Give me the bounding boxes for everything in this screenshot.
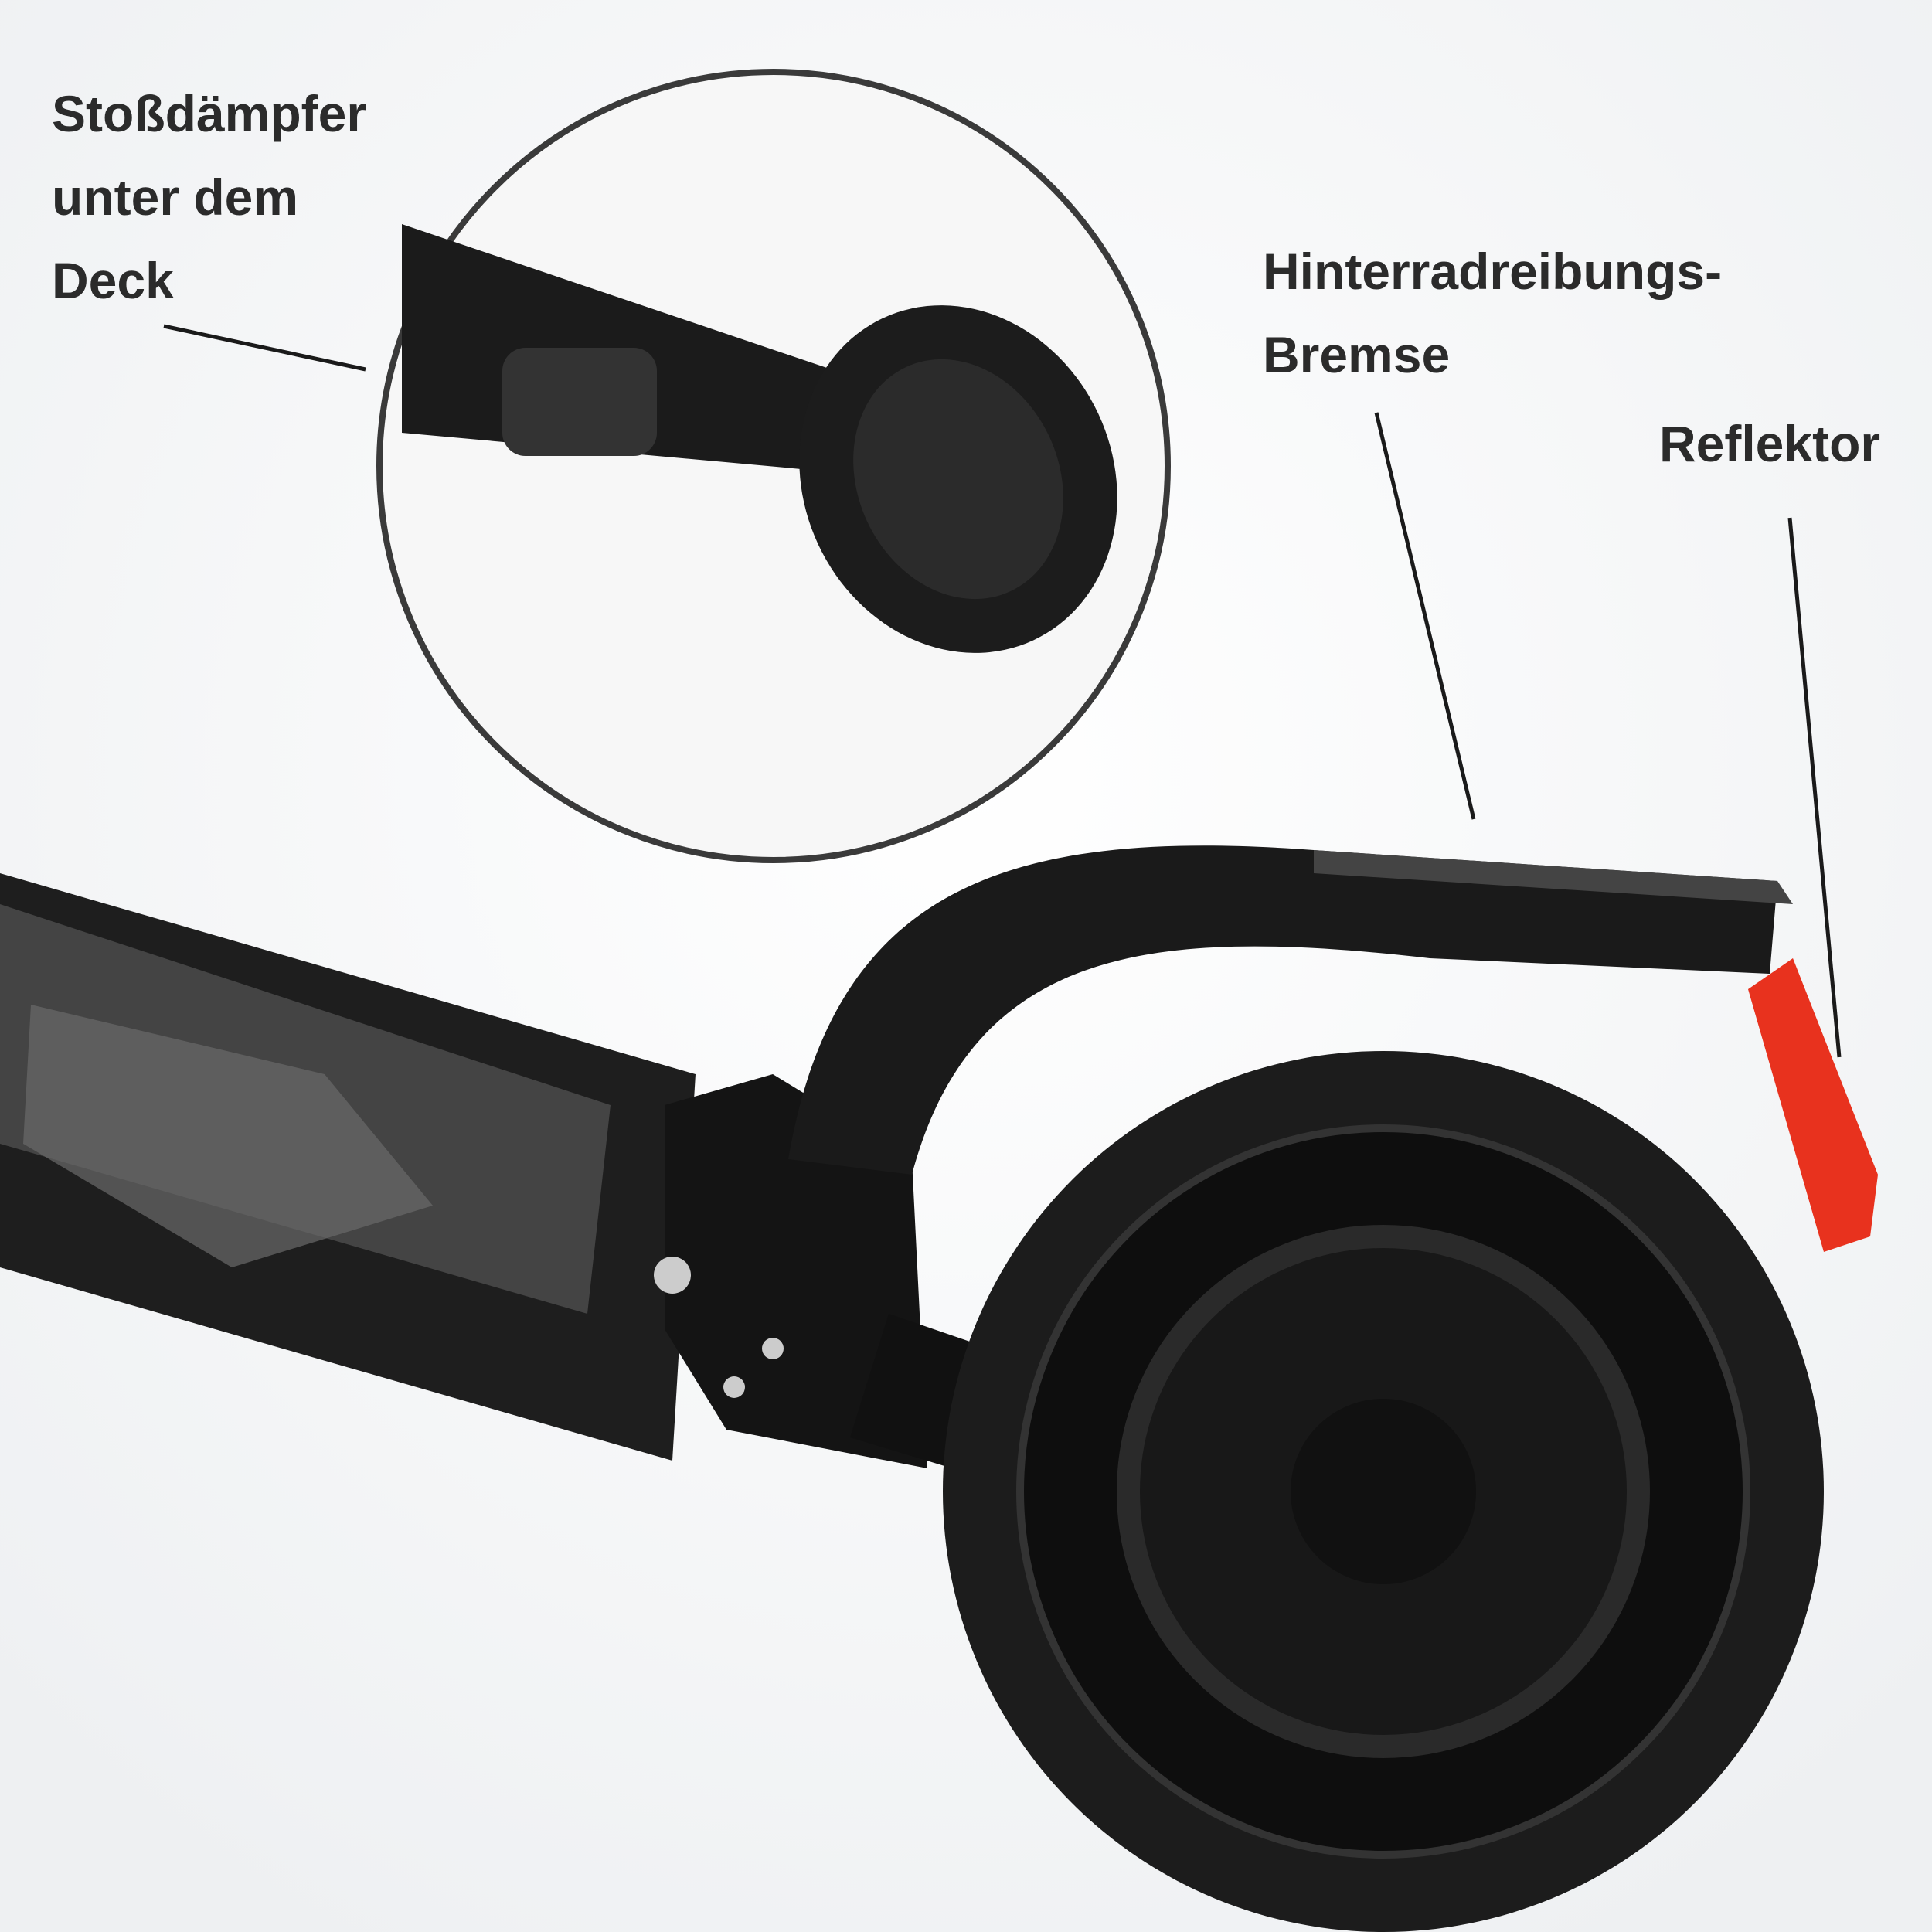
rear-brake-label: Hinterradreibungs- Bremse: [1263, 230, 1722, 396]
pivot-bolt: [654, 1257, 691, 1294]
reflector: [1748, 958, 1878, 1252]
label-line: Hinterradreibungs-: [1263, 243, 1723, 300]
spring: [502, 348, 657, 456]
label-line: Deck: [52, 252, 174, 309]
rear-fender-brake: [788, 845, 1793, 1175]
brake-leader: [1374, 412, 1476, 820]
label-line: Stoßdämpfer: [52, 85, 367, 142]
label-line: unter dem: [52, 168, 299, 226]
shock-absorber-label: Stoßdämpfer unter dem Deck: [52, 72, 366, 322]
label-line: Bremse: [1263, 326, 1451, 383]
inset-detail-circle: [376, 69, 1171, 863]
rear-wheel: [943, 1051, 1824, 1932]
label-line: Reflektor: [1659, 415, 1881, 472]
reflector-leader: [1787, 517, 1842, 1058]
scooter-deck: [0, 873, 696, 1461]
reflector-label: Reflektor: [1659, 402, 1880, 485]
shock-absorber-leader: [163, 324, 366, 372]
leader-lines: [163, 324, 1842, 1058]
